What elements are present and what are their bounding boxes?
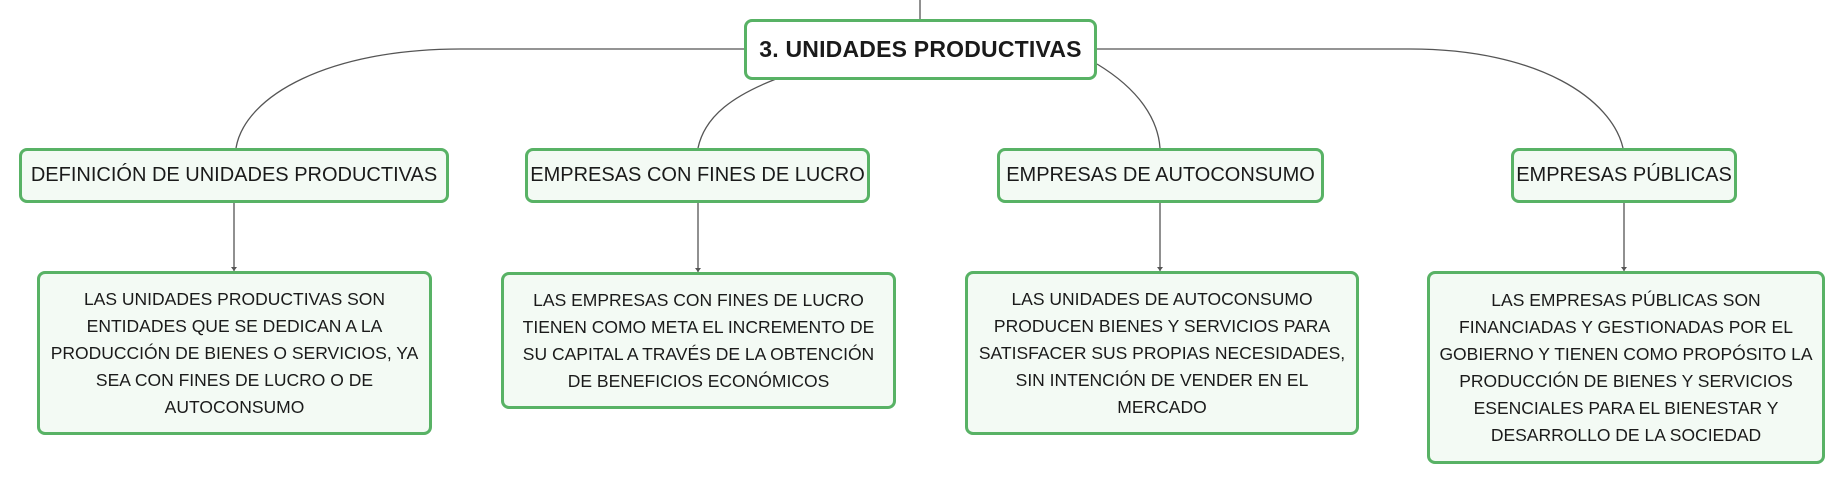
category-node-fines-de-lucro[interactable]: EMPRESAS CON FINES DE LUCRO: [525, 148, 870, 203]
connector-root-to-cat-1: [697, 78, 777, 149]
detail-text: LAS UNIDADES DE AUTOCONSUMO PRODUCEN BIE…: [978, 288, 1346, 417]
detail-text: LAS EMPRESAS CON FINES DE LUCRO TIENEN C…: [522, 289, 875, 391]
detail-node-autoconsumo[interactable]: LAS UNIDADES DE AUTOCONSUMO PRODUCEN BIE…: [965, 271, 1359, 435]
arrowhead-det-1: [695, 268, 701, 272]
detail-node-definicion[interactable]: LAS UNIDADES PRODUCTIVAS SON ENTIDADES Q…: [37, 271, 432, 435]
arrowhead-det-2: [1157, 267, 1163, 271]
arrowhead-det-0: [231, 267, 237, 271]
arrowhead-det-3: [1621, 267, 1627, 271]
category-label: EMPRESAS CON FINES DE LUCRO: [530, 164, 865, 186]
category-label: EMPRESAS DE AUTOCONSUMO: [1006, 164, 1315, 186]
connector-root-to-cat-0: [235, 48, 744, 149]
root-topic-node[interactable]: 3. UNIDADES PRODUCTIVAS: [744, 19, 1097, 80]
category-label: EMPRESAS PÚBLICAS: [1516, 164, 1732, 186]
connector-root-to-cat-2: [1096, 63, 1161, 149]
detail-node-empresas-publicas[interactable]: LAS EMPRESAS PÚBLICAS SON FINANCIADAS Y …: [1427, 271, 1825, 464]
category-node-definicion[interactable]: DEFINICIÓN DE UNIDADES PRODUCTIVAS: [19, 148, 449, 203]
detail-text: LAS EMPRESAS PÚBLICAS SON FINANCIADAS Y …: [1439, 289, 1813, 445]
detail-text: LAS UNIDADES PRODUCTIVAS SON ENTIDADES Q…: [50, 288, 419, 417]
category-label: DEFINICIÓN DE UNIDADES PRODUCTIVAS: [30, 164, 438, 186]
category-node-empresas-publicas[interactable]: EMPRESAS PÚBLICAS: [1511, 148, 1737, 203]
connector-root-to-cat-3: [1097, 48, 1624, 149]
category-node-autoconsumo[interactable]: EMPRESAS DE AUTOCONSUMO: [997, 148, 1324, 203]
detail-node-fines-de-lucro[interactable]: LAS EMPRESAS CON FINES DE LUCRO TIENEN C…: [501, 272, 896, 409]
root-topic-label: 3. UNIDADES PRODUCTIVAS: [759, 36, 1082, 62]
